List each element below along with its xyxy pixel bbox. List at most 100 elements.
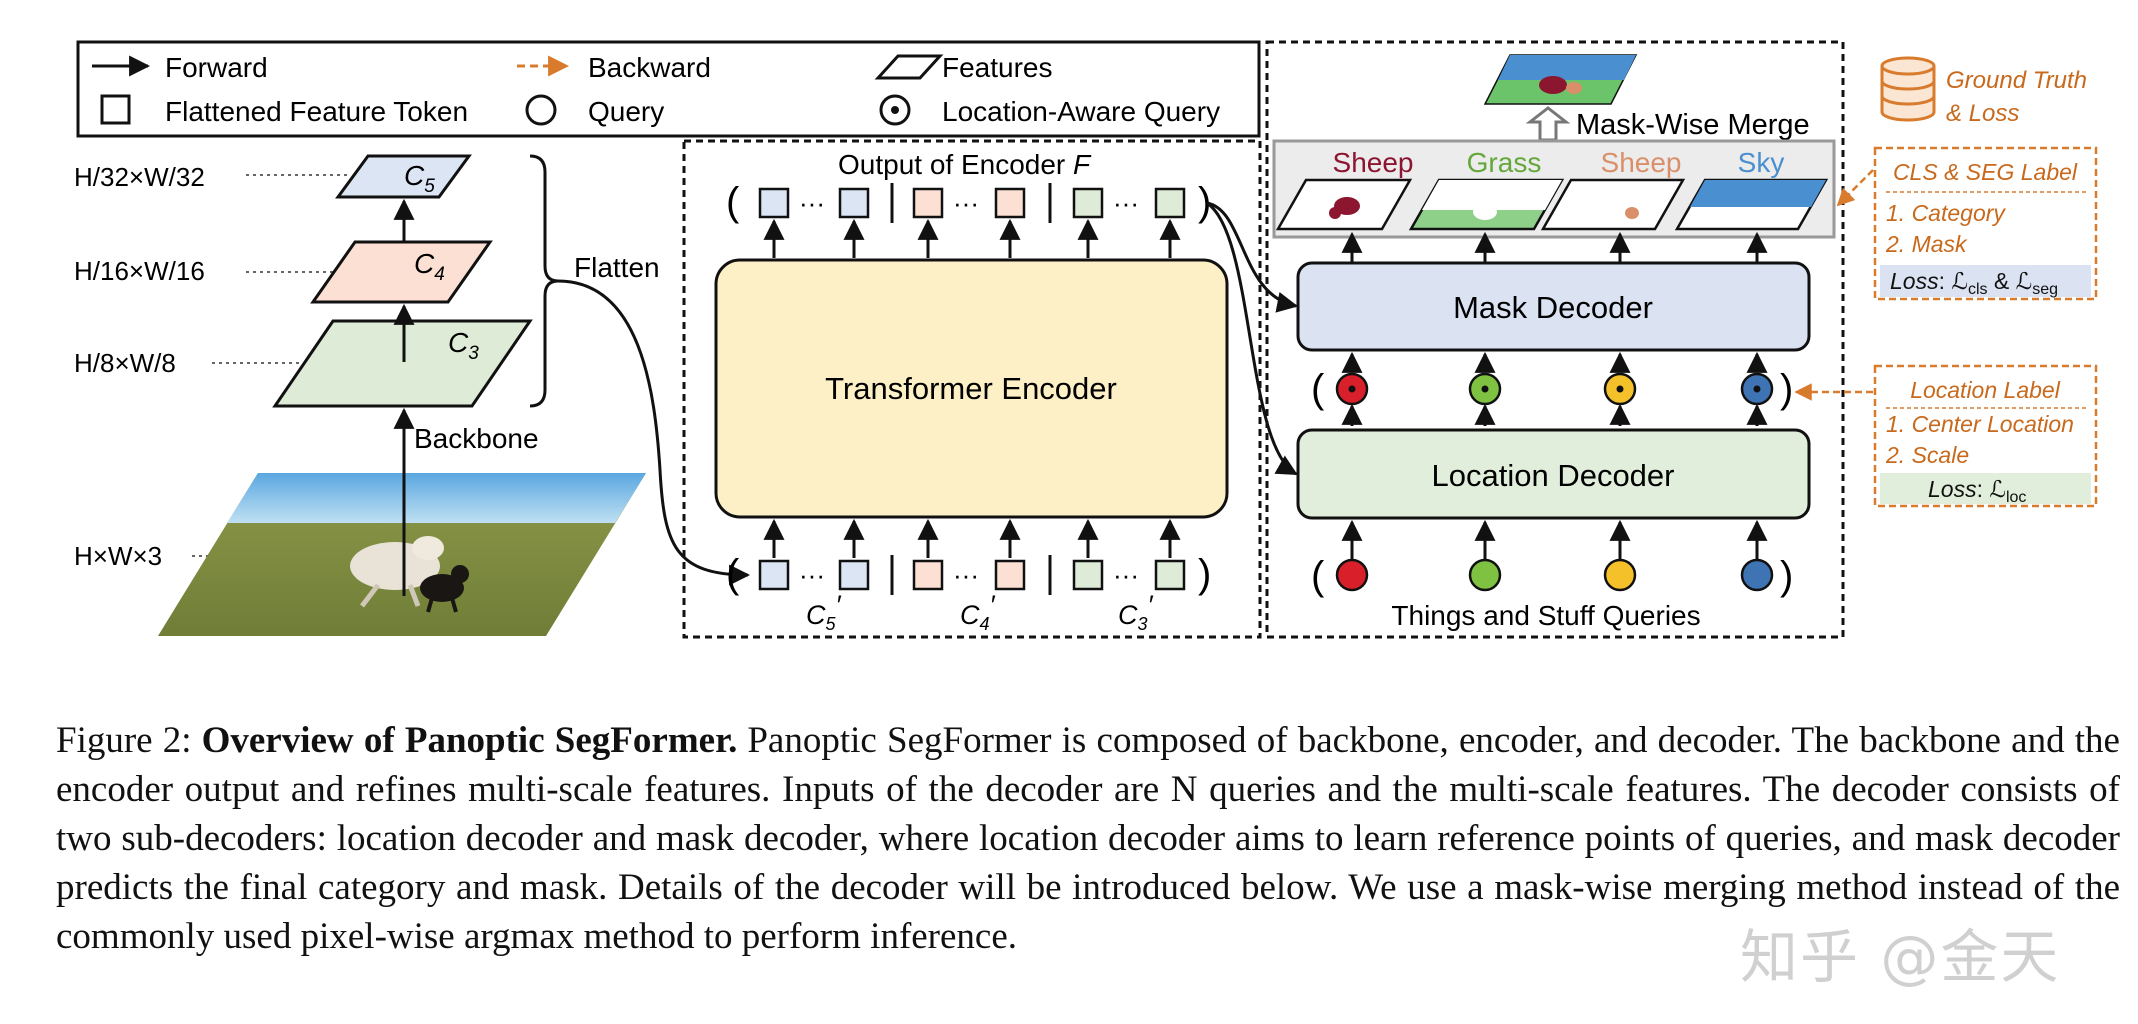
input-token	[758, 559, 790, 591]
scale-c5-label: H/32×W/32	[74, 162, 205, 192]
legend-features: Features	[942, 52, 1053, 83]
location-loss-band	[1880, 473, 2091, 504]
input-ellipsis: ···	[953, 560, 979, 590]
cls-seg-loss: Loss: ℒcls & ℒseg	[1890, 268, 2058, 298]
encoder-to-location-decoder-arrow	[1206, 201, 1298, 476]
database-icon	[1880, 56, 1936, 122]
c5-symbol: C5	[404, 160, 435, 197]
scale-c4-label: H/16×W/16	[74, 256, 205, 286]
panoptic-segformer-diagram: Forward Backward Features Flattened Feat…	[74, 40, 2098, 639]
class-label-sheep2: Sheep	[1601, 147, 1682, 178]
legend-query: Query	[588, 96, 664, 127]
laq-bracket-left: (	[1311, 367, 1325, 411]
cls-seg-label-title: CLS & SEG Label	[1893, 159, 2078, 185]
c3-feature-plane	[272, 319, 533, 408]
input-token	[838, 559, 870, 591]
merge-label: Mask-Wise Merge	[1576, 109, 1810, 141]
input-bracket-left: (	[726, 552, 740, 596]
caption-title: Overview of Panoptic SegFormer.	[201, 720, 738, 761]
location-loss: Loss: ℒloc	[1928, 476, 2026, 506]
ground-truth-title-line1: Ground Truth	[1946, 67, 2087, 94]
mask-decoder-label: Mask Decoder	[1453, 290, 1653, 325]
location-aware-query-row: ( )	[1311, 351, 1793, 426]
output-token-row: ( ··· ··· ··· )	[726, 180, 1211, 224]
location-decoder-block	[1296, 428, 1811, 520]
c4-feature-plane	[310, 240, 493, 304]
mask-sheep2	[1540, 178, 1686, 231]
features-parallelogram-icon	[874, 54, 944, 80]
c3-prime-label: C3′	[1118, 590, 1154, 634]
output-bracket-left: (	[726, 180, 740, 224]
watermark: 知乎 @金天	[1740, 923, 2061, 991]
legend-forward: Forward	[165, 52, 268, 83]
location-query-blue-dot	[1753, 385, 1761, 393]
query-blue	[1740, 558, 1774, 592]
output-token	[838, 187, 870, 219]
mask-decoder-output-arrows	[1341, 231, 1768, 262]
mask-grass	[1408, 178, 1565, 231]
cls-seg-mask: 2. Mask	[1885, 231, 1968, 257]
c5-prime-label: C5′	[806, 590, 842, 634]
legend: Forward Backward Features Flattened Feat…	[76, 40, 1261, 138]
class-label-sky: Sky	[1738, 147, 1785, 178]
location-decoder-label: Location Decoder	[1432, 458, 1675, 493]
class-label-grass: Grass	[1467, 147, 1542, 178]
output-token	[1154, 187, 1186, 219]
mask-sheep1	[1275, 178, 1413, 231]
location-query-red-dot	[1348, 385, 1356, 393]
caption-body: Panoptic SegFormer is composed of backbo…	[56, 720, 2120, 957]
encoder-dashed-box	[682, 139, 1262, 639]
decoder-section: Mask-Wise Merge Sheep Grass Sheep Sky	[1206, 40, 1845, 639]
input-ellipsis: ···	[1113, 560, 1139, 590]
scale-input-label: H×W×3	[74, 541, 162, 571]
location-label-title: Location Label	[1910, 377, 2061, 403]
c4-symbol: C4	[414, 248, 445, 285]
decoder-dashed-box	[1265, 40, 1845, 639]
legend-location-query: Location-Aware Query	[942, 96, 1220, 127]
merge-up-arrow	[1525, 106, 1571, 142]
output-token	[1072, 187, 1104, 219]
query-red	[1335, 558, 1369, 592]
query-bracket-left: (	[1311, 554, 1325, 598]
output-ellipsis: ···	[1113, 188, 1139, 218]
cls-seg-backward-arrow	[1836, 169, 1874, 207]
caption-label: Figure 2:	[56, 720, 192, 761]
flatten-arrow	[557, 279, 751, 586]
flatten-label: Flatten	[574, 252, 660, 283]
flatten-brace	[529, 154, 559, 408]
c4-prime-label: C4′	[960, 590, 996, 634]
encoder-output-arrows	[763, 218, 1181, 258]
output-token	[912, 187, 944, 219]
legend-backward: Backward	[588, 52, 711, 83]
location-query-dot	[891, 106, 899, 114]
cls-seg-category: 1. Category	[1886, 200, 2006, 226]
class-label-sheep1: Sheep	[1333, 147, 1414, 178]
query-green	[1468, 558, 1502, 592]
input-token	[994, 559, 1026, 591]
backbone-section: H/32×W/32 H/16×W/16 H/8×W/8 H×W×3 C5 C4 …	[74, 154, 751, 636]
location-scale: 2. Scale	[1885, 442, 1969, 468]
ground-truth-section: Ground Truth & Loss CLS & SEG Label 1. C…	[1794, 56, 2098, 508]
query-bracket-right: )	[1780, 554, 1793, 598]
c3-symbol: C3	[448, 327, 479, 364]
scale-c3-label: H/8×W/8	[74, 348, 176, 378]
location-query-yellow-dot	[1616, 385, 1624, 393]
location-query-green-dot	[1481, 385, 1489, 393]
encoder-input-arrows	[763, 518, 1181, 558]
c5-feature-plane	[335, 154, 472, 199]
query-circle-icon	[525, 94, 557, 126]
figure-caption: Figure 2:Overview of Panoptic SegFormer.…	[56, 716, 2120, 961]
input-bracket-right: )	[1198, 552, 1211, 596]
query-row: ( )	[1311, 519, 1793, 598]
laq-bracket-right: )	[1780, 367, 1793, 411]
input-image	[158, 473, 646, 636]
input-token	[1154, 559, 1186, 591]
merged-output-image	[1483, 54, 1638, 105]
input-token-row: ( ··· ··· ··· )	[726, 552, 1211, 596]
output-token	[994, 187, 1026, 219]
ground-truth-title-line2: & Loss	[1946, 100, 2019, 127]
transformer-encoder-label: Transformer Encoder	[825, 371, 1117, 406]
output-ellipsis: ···	[799, 188, 825, 218]
input-token	[1072, 559, 1104, 591]
backbone-label: Backbone	[414, 423, 539, 454]
